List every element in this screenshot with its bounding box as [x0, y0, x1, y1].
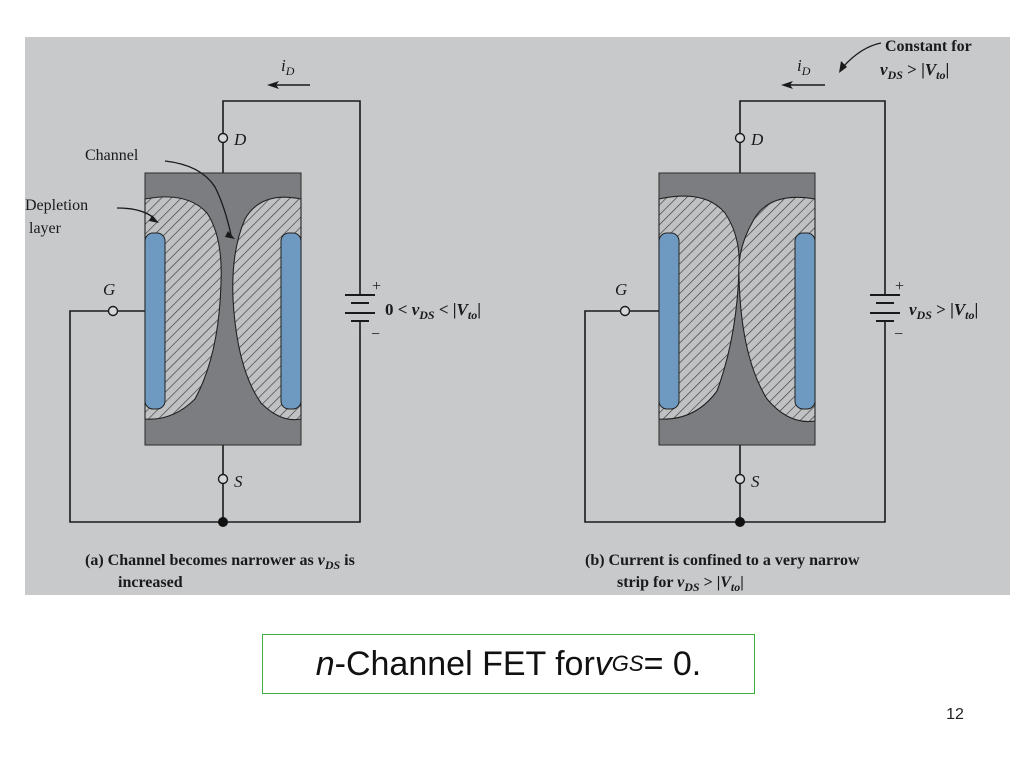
drain-label-b: D	[750, 130, 764, 149]
title-text: -Channel FET for	[334, 644, 595, 683]
battery-b	[870, 280, 900, 342]
title-n: n	[315, 644, 335, 683]
drain-wire-b	[739, 100, 886, 280]
current-label-a: iD	[281, 56, 295, 78]
current-arrow-b	[781, 81, 793, 89]
slide-number: 12	[946, 706, 964, 723]
source-label-b: S	[751, 472, 760, 491]
current-arrow-a	[267, 81, 279, 89]
gate-plate-left-b	[658, 232, 680, 410]
channel-arrow	[225, 231, 235, 239]
channel-label: Channel	[85, 147, 139, 164]
caption-a-line1: (a) Channel becomes narrower as vDS is	[85, 552, 355, 572]
battery-a	[345, 280, 375, 342]
source-terminal-b	[734, 473, 746, 485]
fet-diagram-figure: iD D G S Channel Depletion layer + − 0 <…	[25, 37, 1010, 595]
gate-plate-left-a	[144, 232, 166, 410]
title-tail: = 0.	[643, 644, 702, 683]
gate-label-a: G	[103, 280, 115, 299]
minus-sign-a: −	[371, 326, 380, 343]
title-subscript: GS	[611, 651, 644, 676]
return-wire-a	[69, 310, 361, 523]
gate-plate-right-a	[280, 232, 302, 410]
drain-wire-a	[222, 100, 361, 280]
constant-note-line1: Constant for	[885, 38, 972, 55]
drain-terminal-b	[734, 132, 746, 144]
junction-dot-b	[735, 517, 745, 527]
caption-b-line1: (b) Current is confined to a very narrow	[585, 552, 860, 569]
panel-b: iD Constant for vDS > |Vto| D G S + − vD…	[584, 38, 978, 594]
constant-note-line2: vDS > |Vto|	[880, 60, 949, 82]
gate-plate-right-b	[794, 232, 816, 410]
voltage-condition-a: 0 < vDS < |Vto|	[385, 300, 481, 322]
voltage-condition-b: vDS > |Vto|	[909, 300, 978, 322]
gate-terminal-b	[619, 305, 631, 317]
panel-a: iD D G S Channel Depletion layer + − 0 <…	[25, 56, 481, 591]
constant-note-arrow	[839, 61, 847, 73]
caption-b-line2: strip for vDS > |Vto|	[617, 574, 744, 594]
junction-dot-a	[218, 517, 228, 527]
fet-diagram-svg: iD D G S Channel Depletion layer + − 0 <…	[25, 38, 978, 594]
depletion-label-line1: Depletion	[25, 197, 88, 214]
depletion-label-line2: layer	[29, 220, 62, 237]
minus-sign-b: −	[894, 326, 903, 343]
caption-a-line2: increased	[118, 574, 183, 591]
source-label-a: S	[234, 472, 243, 491]
depletion-arrow	[149, 215, 159, 223]
drain-label-a: D	[233, 130, 247, 149]
drain-terminal-a	[217, 132, 229, 144]
gate-terminal-a	[107, 305, 119, 317]
title-v: v	[594, 644, 612, 683]
source-terminal-a	[217, 473, 229, 485]
plus-sign-a: +	[372, 278, 381, 295]
current-label-b: iD	[797, 56, 811, 78]
return-wire-b	[584, 310, 886, 523]
gate-label-b: G	[615, 280, 627, 299]
plus-sign-b: +	[895, 278, 904, 295]
